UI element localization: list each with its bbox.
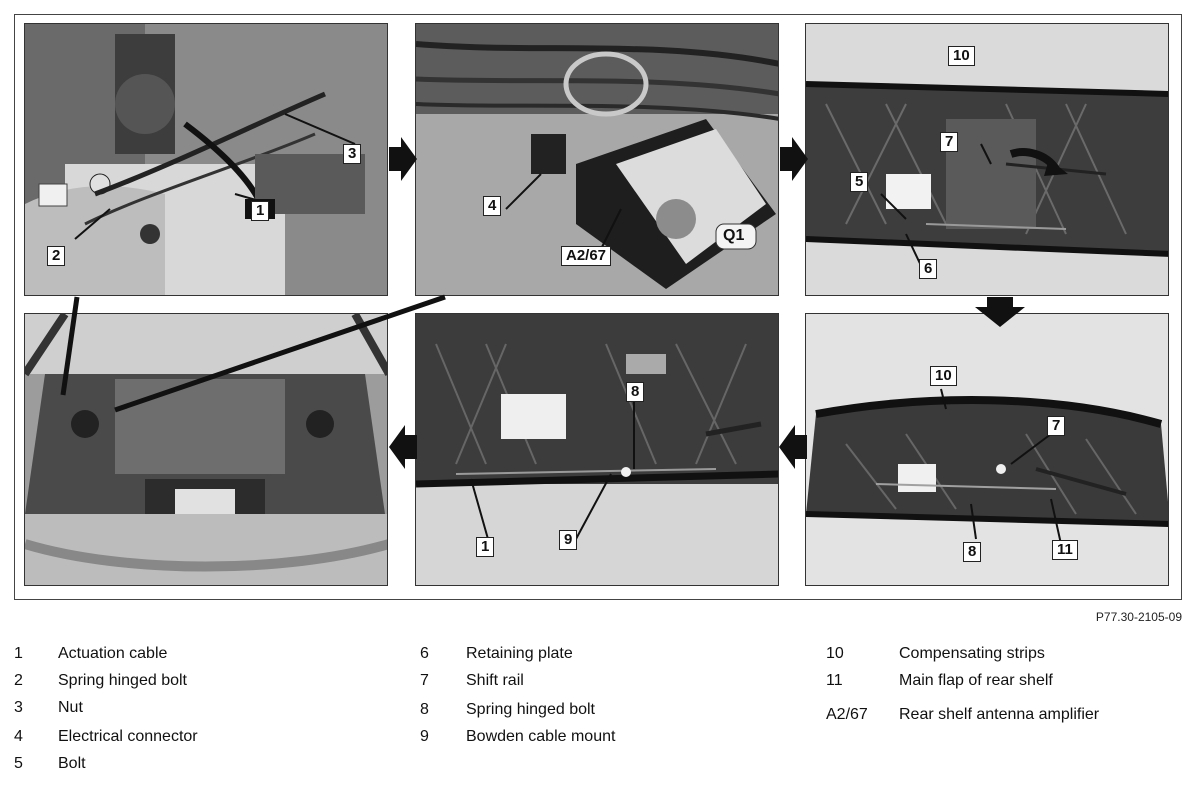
callout-A2-67: A2/67 <box>561 246 612 266</box>
legend-number: 4 <box>14 728 23 745</box>
overview-pointer-lines <box>60 294 446 413</box>
arrow-down-icon <box>975 297 1025 327</box>
legend-number: 6 <box>420 645 429 662</box>
panel-antenna-amplifier: Q1 4 A2/67 <box>415 23 779 296</box>
callout-7: 7 <box>1047 416 1066 436</box>
legend-text: Main flap of rear shelf <box>899 672 1053 689</box>
legend-number: A2/67 <box>826 706 868 723</box>
legend-text: Actuation cable <box>58 645 168 662</box>
panel-rear-shelf-main-flap: 10 7 8 11 <box>805 313 1169 586</box>
callout-9: 9 <box>559 530 578 550</box>
rear-shelf-photo-1 <box>806 24 1168 295</box>
figure-frame: 3 1 2 Q1 4 A2/67 <box>14 14 1182 600</box>
callout-5: 5 <box>850 172 869 192</box>
arrow-left-icon <box>779 425 807 469</box>
legend-text: Spring hinged bolt <box>466 701 595 718</box>
legend-text: Bolt <box>58 755 86 772</box>
callout-3: 3 <box>343 144 362 164</box>
callout-7: 7 <box>940 132 959 152</box>
legend-text: Rear shelf antenna amplifier <box>899 706 1100 723</box>
callout-10: 10 <box>930 366 957 386</box>
legend-text: Bowden cable mount <box>466 728 616 745</box>
legend-number: 10 <box>826 645 844 662</box>
legend-text: Compensating strips <box>899 645 1045 662</box>
callout-10: 10 <box>948 46 975 66</box>
panel-engine-bay-top: 3 1 2 <box>24 23 388 296</box>
legend-number: 11 <box>826 672 843 689</box>
callout-2: 2 <box>47 246 66 266</box>
figure-id: P77.30-2105-09 <box>1095 610 1182 624</box>
callout-8: 8 <box>963 542 982 562</box>
legend-text: Electrical connector <box>58 728 198 745</box>
legend-number: 9 <box>420 728 429 745</box>
callout-4: 4 <box>483 196 502 216</box>
callout-8: 8 <box>626 382 645 402</box>
legend-number: 5 <box>14 755 23 772</box>
rear-shelf-photo-3 <box>806 314 1168 585</box>
callout-11: 11 <box>1052 540 1078 560</box>
trunk-overview-photo <box>25 314 387 585</box>
engine-bay-photo <box>25 24 387 295</box>
legend-number: 8 <box>420 701 429 718</box>
arrow-left-icon <box>389 425 417 469</box>
callout-1: 1 <box>251 201 270 221</box>
legend-text: Retaining plate <box>466 645 573 662</box>
amplifier-sticker-text: Q1 <box>723 227 745 244</box>
callout-6: 6 <box>919 259 938 279</box>
panel-rear-shelf-underside-1: 10 7 5 6 <box>805 23 1169 296</box>
callout-1: 1 <box>476 537 495 557</box>
panel-trunk-overview <box>24 313 388 586</box>
legend-number: 2 <box>14 672 23 689</box>
legend-text: Shift rail <box>466 672 524 689</box>
legend-text: Spring hinged bolt <box>58 672 187 689</box>
legend-number: 7 <box>420 672 429 689</box>
legend-number: 3 <box>14 699 23 716</box>
arrow-right-icon <box>780 137 808 181</box>
legend-number: 1 <box>14 645 23 662</box>
panel-rear-shelf-underside-2: 8 1 9 <box>415 313 779 586</box>
legend-text: Nut <box>58 699 83 716</box>
arrow-right-icon <box>389 137 417 181</box>
